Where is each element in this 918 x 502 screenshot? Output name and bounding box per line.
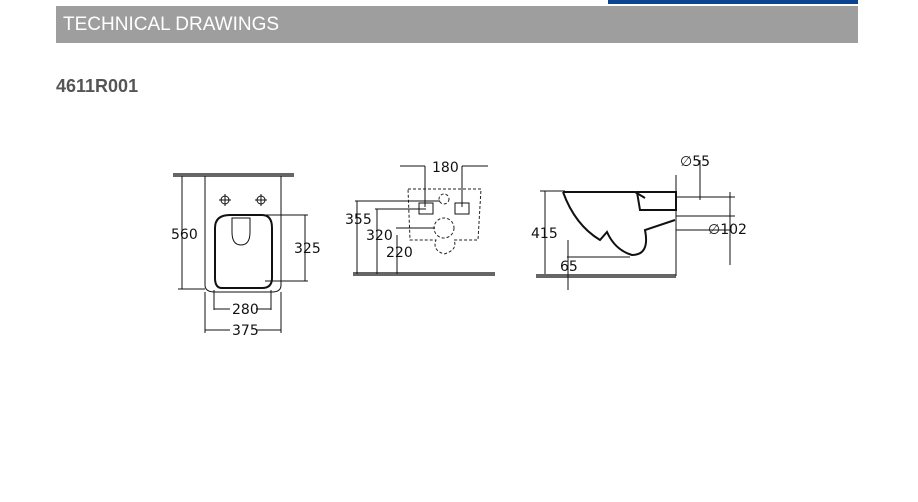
- product-code: 4611R001: [56, 76, 139, 96]
- dimension-415: 415: [531, 226, 558, 242]
- dimension-320: 320: [366, 228, 393, 244]
- dimension-325: 325: [294, 241, 321, 257]
- dimension-280: 280: [232, 302, 259, 318]
- dimension-375: 375: [232, 323, 259, 339]
- dimension-180: 180: [432, 160, 459, 176]
- dimension-220: 220: [386, 245, 413, 261]
- dimension-560: 560: [171, 227, 198, 243]
- top-view-drawing: 560 325 280 375: [171, 173, 321, 339]
- section-header: TECHNICAL DRAWINGS: [56, 6, 858, 43]
- dimension-diameter-55: ∅55: [680, 154, 710, 170]
- dimension-355: 355: [345, 212, 372, 228]
- side-view-drawing: 415 65 ∅55 ∅102: [531, 154, 747, 290]
- rear-view-drawing: 180 355 320 220: [345, 160, 495, 276]
- dimension-diameter-102: ∅102: [708, 222, 747, 238]
- dimension-65: 65: [560, 259, 578, 275]
- top-accent-bar: [608, 0, 858, 4]
